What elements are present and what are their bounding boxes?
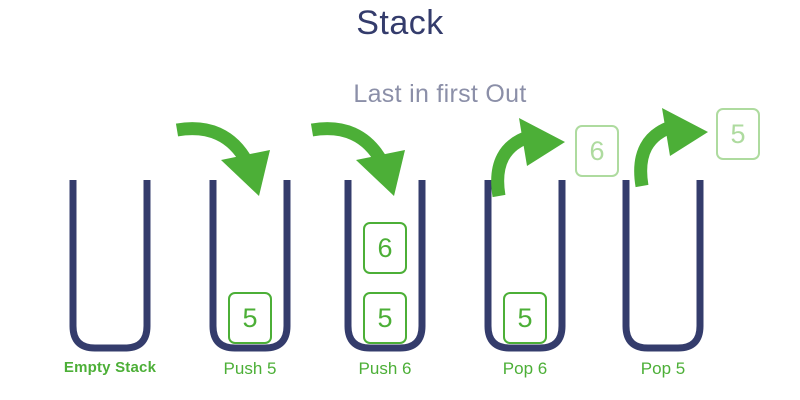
step-empty-stack: Empty Stack xyxy=(35,0,185,400)
step-caption: Pop 6 xyxy=(502,359,548,378)
stack-cell: 5 xyxy=(363,292,407,344)
step-pop-5: 5 Pop 5 xyxy=(588,0,760,400)
stack-container-icon xyxy=(622,180,704,352)
stack-cell: 5 xyxy=(228,292,272,344)
stack-container-icon xyxy=(209,180,291,352)
stack-container-icon xyxy=(484,180,566,352)
step-caption: Pop 5 xyxy=(640,359,686,378)
curved-arrow-down-right-icon xyxy=(175,122,270,196)
step-push-6: 6 5 Push 6 xyxy=(310,0,460,400)
stack-container-icon xyxy=(69,180,151,352)
step-caption: Push 6 xyxy=(358,359,412,378)
step-caption: Push 5 xyxy=(223,359,277,378)
page-title: Stack xyxy=(356,4,444,42)
stack-cell: 5 xyxy=(503,292,547,344)
step-push-5: 5 Push 5 xyxy=(175,0,325,400)
curved-arrow-up-right-icon xyxy=(634,108,708,188)
popped-cell: 6 xyxy=(575,125,619,177)
stack-container-icon xyxy=(344,180,426,352)
popped-cell: 5 xyxy=(716,108,760,160)
stack-cell: 6 xyxy=(363,222,407,274)
diagram-subtitle: Last in first Out xyxy=(353,80,527,108)
step-pop-6: 5 6 Pop 6 xyxy=(450,0,619,400)
step-caption: Empty Stack xyxy=(63,359,157,376)
curved-arrow-down-right-icon xyxy=(310,122,405,196)
curved-arrow-up-right-icon xyxy=(491,118,565,198)
